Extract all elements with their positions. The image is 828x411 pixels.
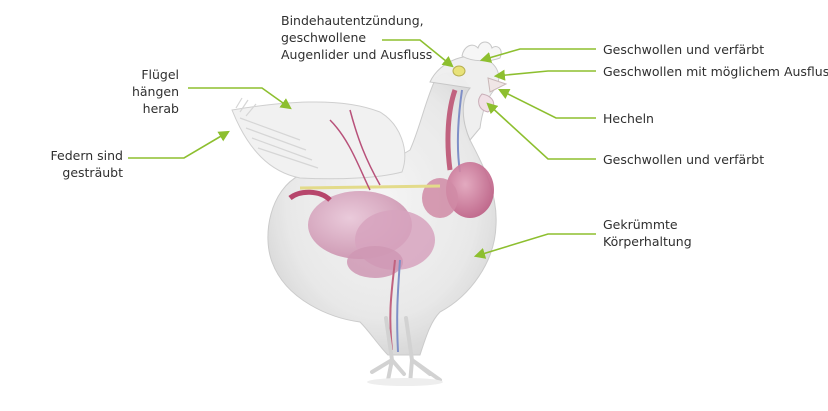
leader-wattles	[486, 102, 596, 160]
leader-panting	[497, 88, 596, 119]
leader-wings	[188, 87, 292, 110]
label-wattles: Geschwollen und verfärbt	[603, 152, 765, 167]
leader-nostrils	[493, 69, 596, 81]
leader-posture	[473, 233, 596, 259]
chicken-eye	[452, 65, 466, 77]
leader-comb	[479, 48, 596, 63]
leader-conjunctivitis	[382, 39, 454, 68]
internal-organs	[288, 89, 494, 353]
label-panting: Hecheln	[603, 111, 654, 126]
label-nostrils: Geschwollen mit möglichem Ausfluss	[603, 64, 828, 79]
label-conjunctivitis: Bindehautentzündung, geschwollene Augenl…	[281, 13, 433, 62]
leader-lines	[128, 39, 596, 259]
chicken-wing	[231, 97, 406, 180]
label-comb: Geschwollen und verfärbt	[603, 42, 765, 57]
label-wings: Flügel hängen herab	[131, 67, 179, 116]
leader-feathers	[128, 130, 230, 159]
chicken-legs	[367, 316, 443, 386]
label-posture: Gekrümmte Körperhaltung	[603, 217, 692, 249]
chicken-comb	[461, 41, 502, 62]
label-feathers: Federn sind gesträubt	[50, 148, 123, 180]
